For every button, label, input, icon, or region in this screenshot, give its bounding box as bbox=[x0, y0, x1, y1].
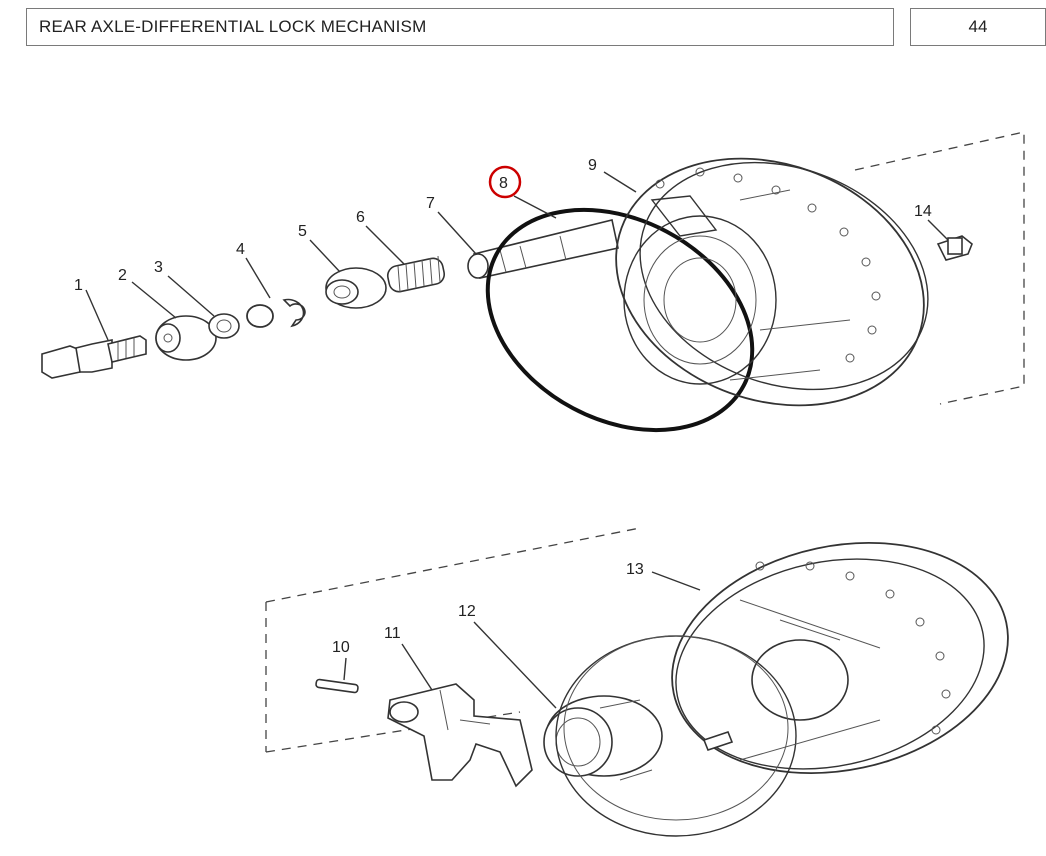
callout-2: 2 bbox=[118, 267, 127, 284]
leader-lines bbox=[85, 171, 949, 709]
assembly-boundary-upper bbox=[854, 131, 1025, 405]
callout-14: 14 bbox=[914, 203, 932, 220]
callout-1: 1 bbox=[74, 277, 83, 294]
part-1-bolt bbox=[41, 335, 147, 379]
part-9-housing bbox=[615, 157, 929, 407]
diagram-title: REAR AXLE-DIFFERENTIAL LOCK MECHANISM bbox=[26, 8, 894, 46]
housing-bolt-holes bbox=[655, 167, 881, 363]
part-13-housing bbox=[555, 541, 1009, 837]
part-5-bushing bbox=[325, 267, 387, 309]
callout-8-highlight-circle bbox=[488, 165, 522, 199]
part-11-shift-fork bbox=[387, 683, 533, 788]
callout-10: 10 bbox=[332, 639, 350, 656]
part-7-shaft bbox=[467, 219, 619, 279]
callout-6: 6 bbox=[356, 209, 365, 226]
lower-housing-bolt-holes bbox=[755, 561, 951, 735]
part-6-spring bbox=[386, 255, 446, 293]
part-2-ball-joint bbox=[155, 315, 217, 361]
part-14-screw bbox=[936, 235, 973, 261]
part-4-snap-ring bbox=[246, 298, 306, 328]
callout-11: 11 bbox=[384, 625, 401, 642]
callout-7: 7 bbox=[426, 195, 435, 212]
callout-8: 8 bbox=[499, 175, 508, 192]
callout-12: 12 bbox=[458, 603, 476, 620]
callout-9: 9 bbox=[588, 157, 597, 174]
callout-4: 4 bbox=[236, 241, 245, 258]
part-3-ring bbox=[208, 313, 240, 339]
callout-labels: 1 2 3 4 5 6 7 8 9 10 11 12 13 14 bbox=[74, 157, 932, 656]
part-8-o-ring bbox=[485, 207, 755, 433]
callout-3: 3 bbox=[154, 259, 163, 276]
part-10-pin bbox=[315, 678, 359, 694]
callout-13: 13 bbox=[626, 561, 644, 578]
part-12-sleeve bbox=[543, 695, 663, 781]
callout-5: 5 bbox=[298, 223, 307, 240]
